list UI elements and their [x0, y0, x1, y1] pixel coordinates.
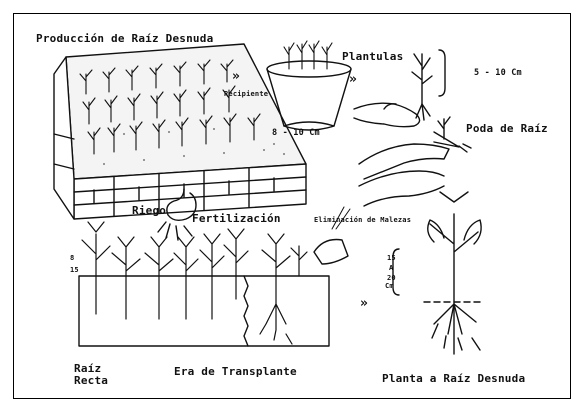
arrow-step-2: » — [349, 72, 357, 87]
label-final-height-top: 15 — [387, 254, 396, 262]
label-final-height-unit: Cm — [385, 282, 394, 290]
label-bare-root-plant: Planta a Raíz Desnuda — [382, 372, 525, 385]
diagram-frame: Producción de Raíz Desnuda Plantulas Rec… — [13, 13, 571, 399]
label-container-size: 8 - 10 Cm — [272, 128, 320, 138]
label-seedling-height: 5 - 10 Cm — [474, 68, 522, 78]
label-bed-height-b: 15 — [70, 266, 79, 274]
label-bare-root-production: Producción de Raíz Desnuda — [36, 32, 213, 45]
label-seedlings: Plantulas — [342, 50, 403, 63]
label-final-height-mid: A — [389, 264, 393, 272]
label-transplant-bed: Era de Transplante — [174, 365, 297, 378]
label-final-height-bottom: 20 — [387, 274, 396, 282]
label-straight-root-line2: Recta — [74, 374, 108, 387]
label-weed-removal: Eliminación de Malezas — [314, 216, 411, 224]
label-root-pruning: Poda de Raíz — [466, 122, 548, 135]
label-irrigation: Riego — [132, 204, 166, 217]
label-fertilization: Fertilización — [192, 212, 281, 225]
arrow-step-3: » — [360, 296, 368, 311]
arrow-step-1: » — [232, 69, 240, 84]
label-container: Recipiente — [224, 90, 268, 98]
transplant-bed-illustration — [79, 207, 350, 346]
root-pruning-illustration — [359, 117, 471, 206]
label-bed-height-a: 8 — [70, 254, 74, 262]
